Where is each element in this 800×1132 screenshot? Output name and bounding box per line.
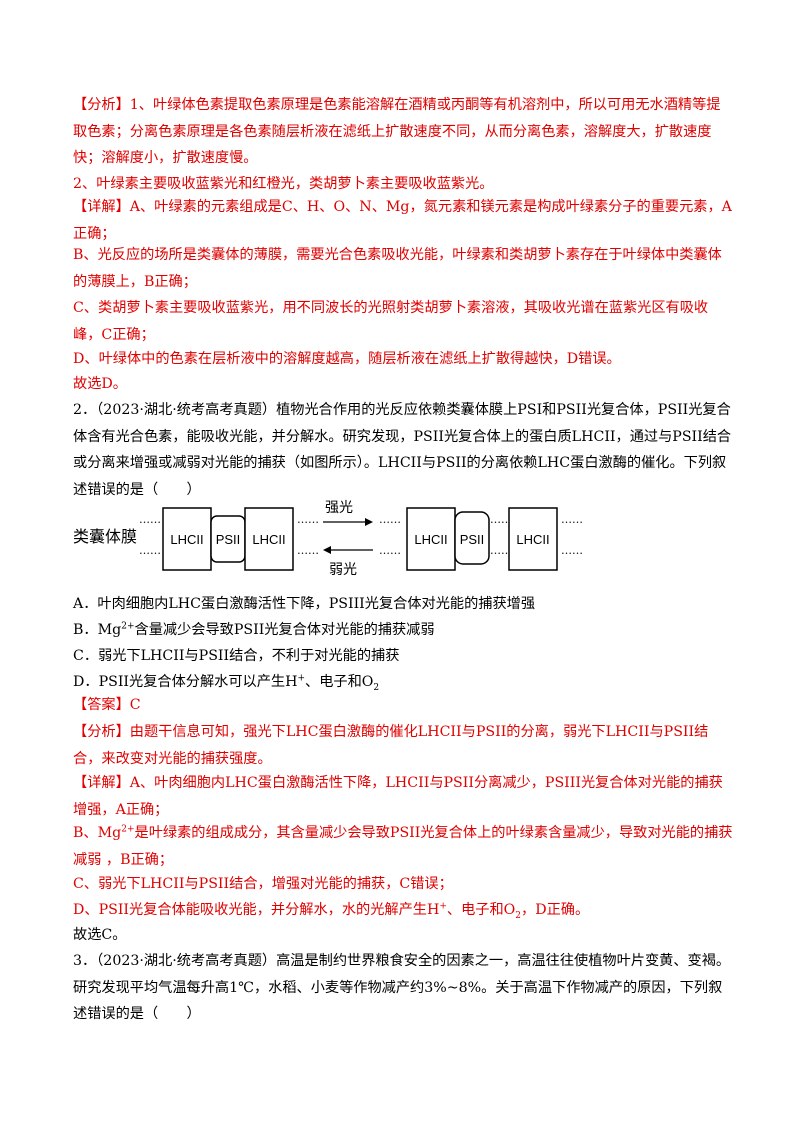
q2-detail-d-pre: D、PSII光复合体能吸收光能，并分解水，水的光解产生H [73,902,440,918]
right-lhcii-box-2 [508,507,558,571]
q2-detail-b: B、Mg2+是叶绿素的组成成分，其含量减少会导致PSII光复合体上的叶绿素含量减… [73,820,733,873]
q2-option-c: C．弱光下LHCII与PSII结合，不利于对光能的捕获 [73,648,400,664]
mid-dots-top: …… [297,513,319,526]
weak-light-arrowhead [323,546,331,554]
strong-light-label: 强光 [325,500,353,516]
left-dots-bottom: …… [139,544,161,557]
weak-light-label: 弱光 [329,562,357,578]
q3-stem: 3．（2023·湖北·统考高考真题）高温是制约世界粮食安全的因素之一，高温往往使… [73,953,731,1022]
q1-analysis-2: 2、叶绿素主要吸收蓝紫光和红橙光，类胡萝卜素主要吸收蓝紫光。 [73,176,494,192]
q1-detail-d: D、叶绿体中的色素在层析液中的溶解度越高，随层析液在滤纸上扩散得越快，D错误。 [73,351,621,367]
left-lhcii-label-2: LHCII [252,532,285,547]
q2-detail-a: 【详解】A、叶肉细胞内LHC蛋白激酶活性下降，LHCII与PSII分离减少，PS… [73,775,723,818]
q2-detail-d-sup: + [439,901,447,912]
right-lhcii-label-1: LHCII [414,532,447,547]
right-psii-box [454,511,490,565]
q2-option-b-post: 含量减少会导致PSII光复合体对光能的捕获减弱 [134,622,435,638]
q1-conclusion: 故选D。 [73,376,127,392]
q2-detail-c: C、弱光下LHCII与PSII结合，增强对光能的捕获，C错误； [73,876,453,892]
right-lhcii-box-1 [406,507,456,571]
right-dots-top-2: …… [490,513,512,526]
right-dots-top-1: …… [379,513,401,526]
q2-option-b-sup: 2+ [121,621,135,632]
right-dots-bottom-3: …… [561,544,583,557]
right-lhcii-label-2: LHCII [516,532,549,547]
q2-option-d-sub: 2 [373,682,380,693]
q2-stem: 2．（2023·湖北·统考高考真题）植物光合作用的光反应依赖类囊体膜上PSI和P… [73,402,732,498]
q1-detail-c: C、类胡萝卜素主要吸收蓝紫光，用不同波长的光照射类胡萝卜素溶液，其吸收光谱在蓝紫… [73,300,709,343]
q2-option-a: A．叶肉细胞内LHC蛋白激酶活性下降，PSIII光复合体对光能的捕获增强 [73,596,536,612]
q2-detail-b-sup: 2+ [121,824,135,835]
q2-option-d: D．PSII光复合体分解水可以产生H+、电子和O2 [73,670,733,694]
q2-detail-b-pre: B、Mg [73,825,122,841]
q2-detail-d: D、PSII光复合体能吸收光能，并分解水，水的光解产生H+、电子和O2，D正确。 [73,897,733,924]
membrane-label: 类囊体膜 [73,527,137,546]
right-dots-bottom-1: …… [379,544,401,557]
right-psii-label: PSII [460,532,485,547]
q1-detail-b: B、光反应的场所是类囊体的薄膜，需要光合色素吸收光能，叶绿素和类胡萝卜素存在于叶… [73,247,722,290]
q2-option-d-sup: + [297,673,306,684]
right-dots-top-3: …… [561,513,583,526]
q2-detail-d-sub: 2 [515,910,522,921]
mid-dots-bottom: …… [297,544,319,557]
right-dots-bottom-2: …… [490,544,512,557]
q1-detail-a: 【详解】A、叶绿素的元素组成是C、H、O、N、Mg，氮元素和镁元素是构成叶绿素分… [73,199,732,242]
q2-option-b: B．Mg2+含量减少会导致PSII光复合体对光能的捕获减弱 [73,618,733,642]
q2-detail-d-post: ，D正确。 [521,902,590,918]
q2-option-d-mid: 、电子和O [305,674,374,690]
left-lhcii-label-1: LHCII [170,532,203,547]
left-dots-top: …… [139,513,161,526]
q2-option-d-pre: D．PSII光复合体分解水可以产生H [73,674,298,690]
left-psii-label: PSII [216,532,241,547]
strong-light-arrowhead [365,518,373,526]
q2-conclusion: 故选C。 [73,927,127,943]
q2-option-b-pre: B．Mg [73,622,122,638]
q2-detail-d-mid: 、电子和O [446,902,516,918]
q2-detail-b-post: 是叶绿素的组成成分，其含量减少会导致PSII光复合体上的叶绿素含量减少，导致对光… [73,825,733,868]
q2-analysis: 【分析】由题干信息可知，强光下LHC蛋白激酶的催化LHCII与PSII的分离，弱… [73,724,709,767]
left-lhcii-box-2 [244,507,294,571]
q2-answer: 【答案】C [73,697,141,713]
q1-analysis-1: 【分析】1、叶绿体色素提取色素原理是色素能溶解在酒精或丙酮等有机溶剂中，所以可用… [73,97,721,166]
thylakoid-diagram: 类囊体膜 …… …… LHCII PSII LHCII …… …… 强光 弱光 … [73,500,583,578]
